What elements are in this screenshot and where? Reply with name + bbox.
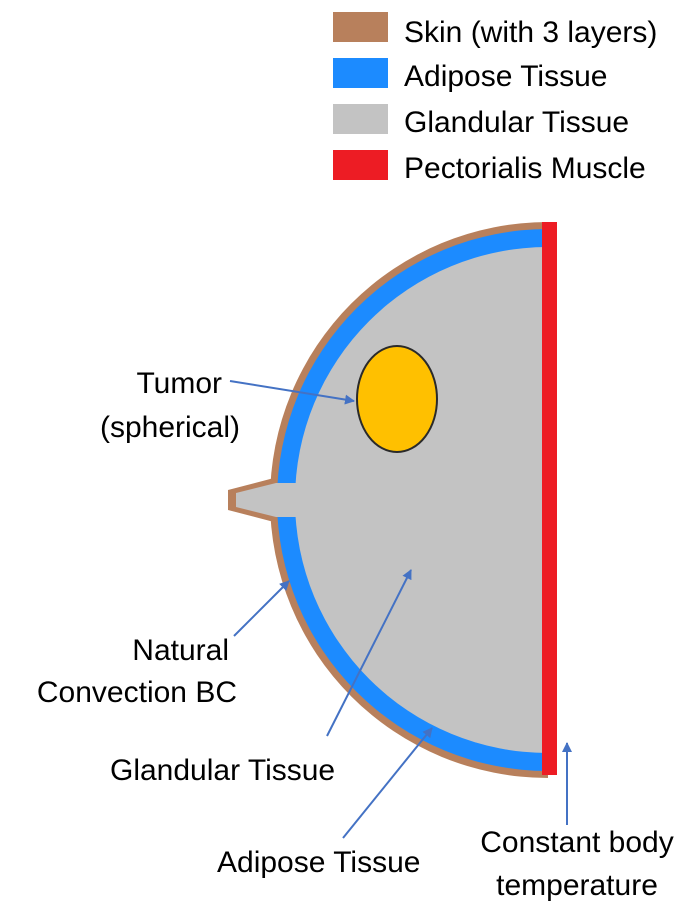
label-body-temp-line1: Constant body <box>480 826 673 859</box>
legend-label-adipose: Adipose Tissue <box>404 60 607 93</box>
legend-label-skin: Skin (with 3 layers) <box>404 16 657 49</box>
arrow-adipose <box>343 728 432 838</box>
label-glandular: Glandular Tissue <box>110 754 335 787</box>
legend-swatch-adipose <box>333 58 388 88</box>
breast-cross-section <box>228 222 557 778</box>
legend-swatch-glandular <box>333 104 388 134</box>
label-convection-line1: Natural <box>132 634 229 667</box>
legend: Skin (with 3 layers) Adipose Tissue Glan… <box>333 12 657 185</box>
tumor <box>357 346 437 452</box>
arrow-convection <box>234 581 289 636</box>
legend-label-muscle: Pectorialis Muscle <box>404 152 646 185</box>
label-adipose: Adipose Tissue <box>217 846 420 879</box>
label-body-temp-line2: temperature <box>496 869 658 902</box>
label-tumor-line2: (spherical) <box>100 411 240 444</box>
pectoralis-muscle <box>542 222 557 775</box>
legend-swatch-muscle <box>333 150 388 180</box>
label-tumor-line1: Tumor <box>136 367 222 400</box>
glandular-tissue <box>295 247 548 753</box>
label-convection-line2: Convection BC <box>37 676 237 709</box>
legend-label-glandular: Glandular Tissue <box>404 106 629 139</box>
legend-swatch-skin <box>333 12 388 42</box>
